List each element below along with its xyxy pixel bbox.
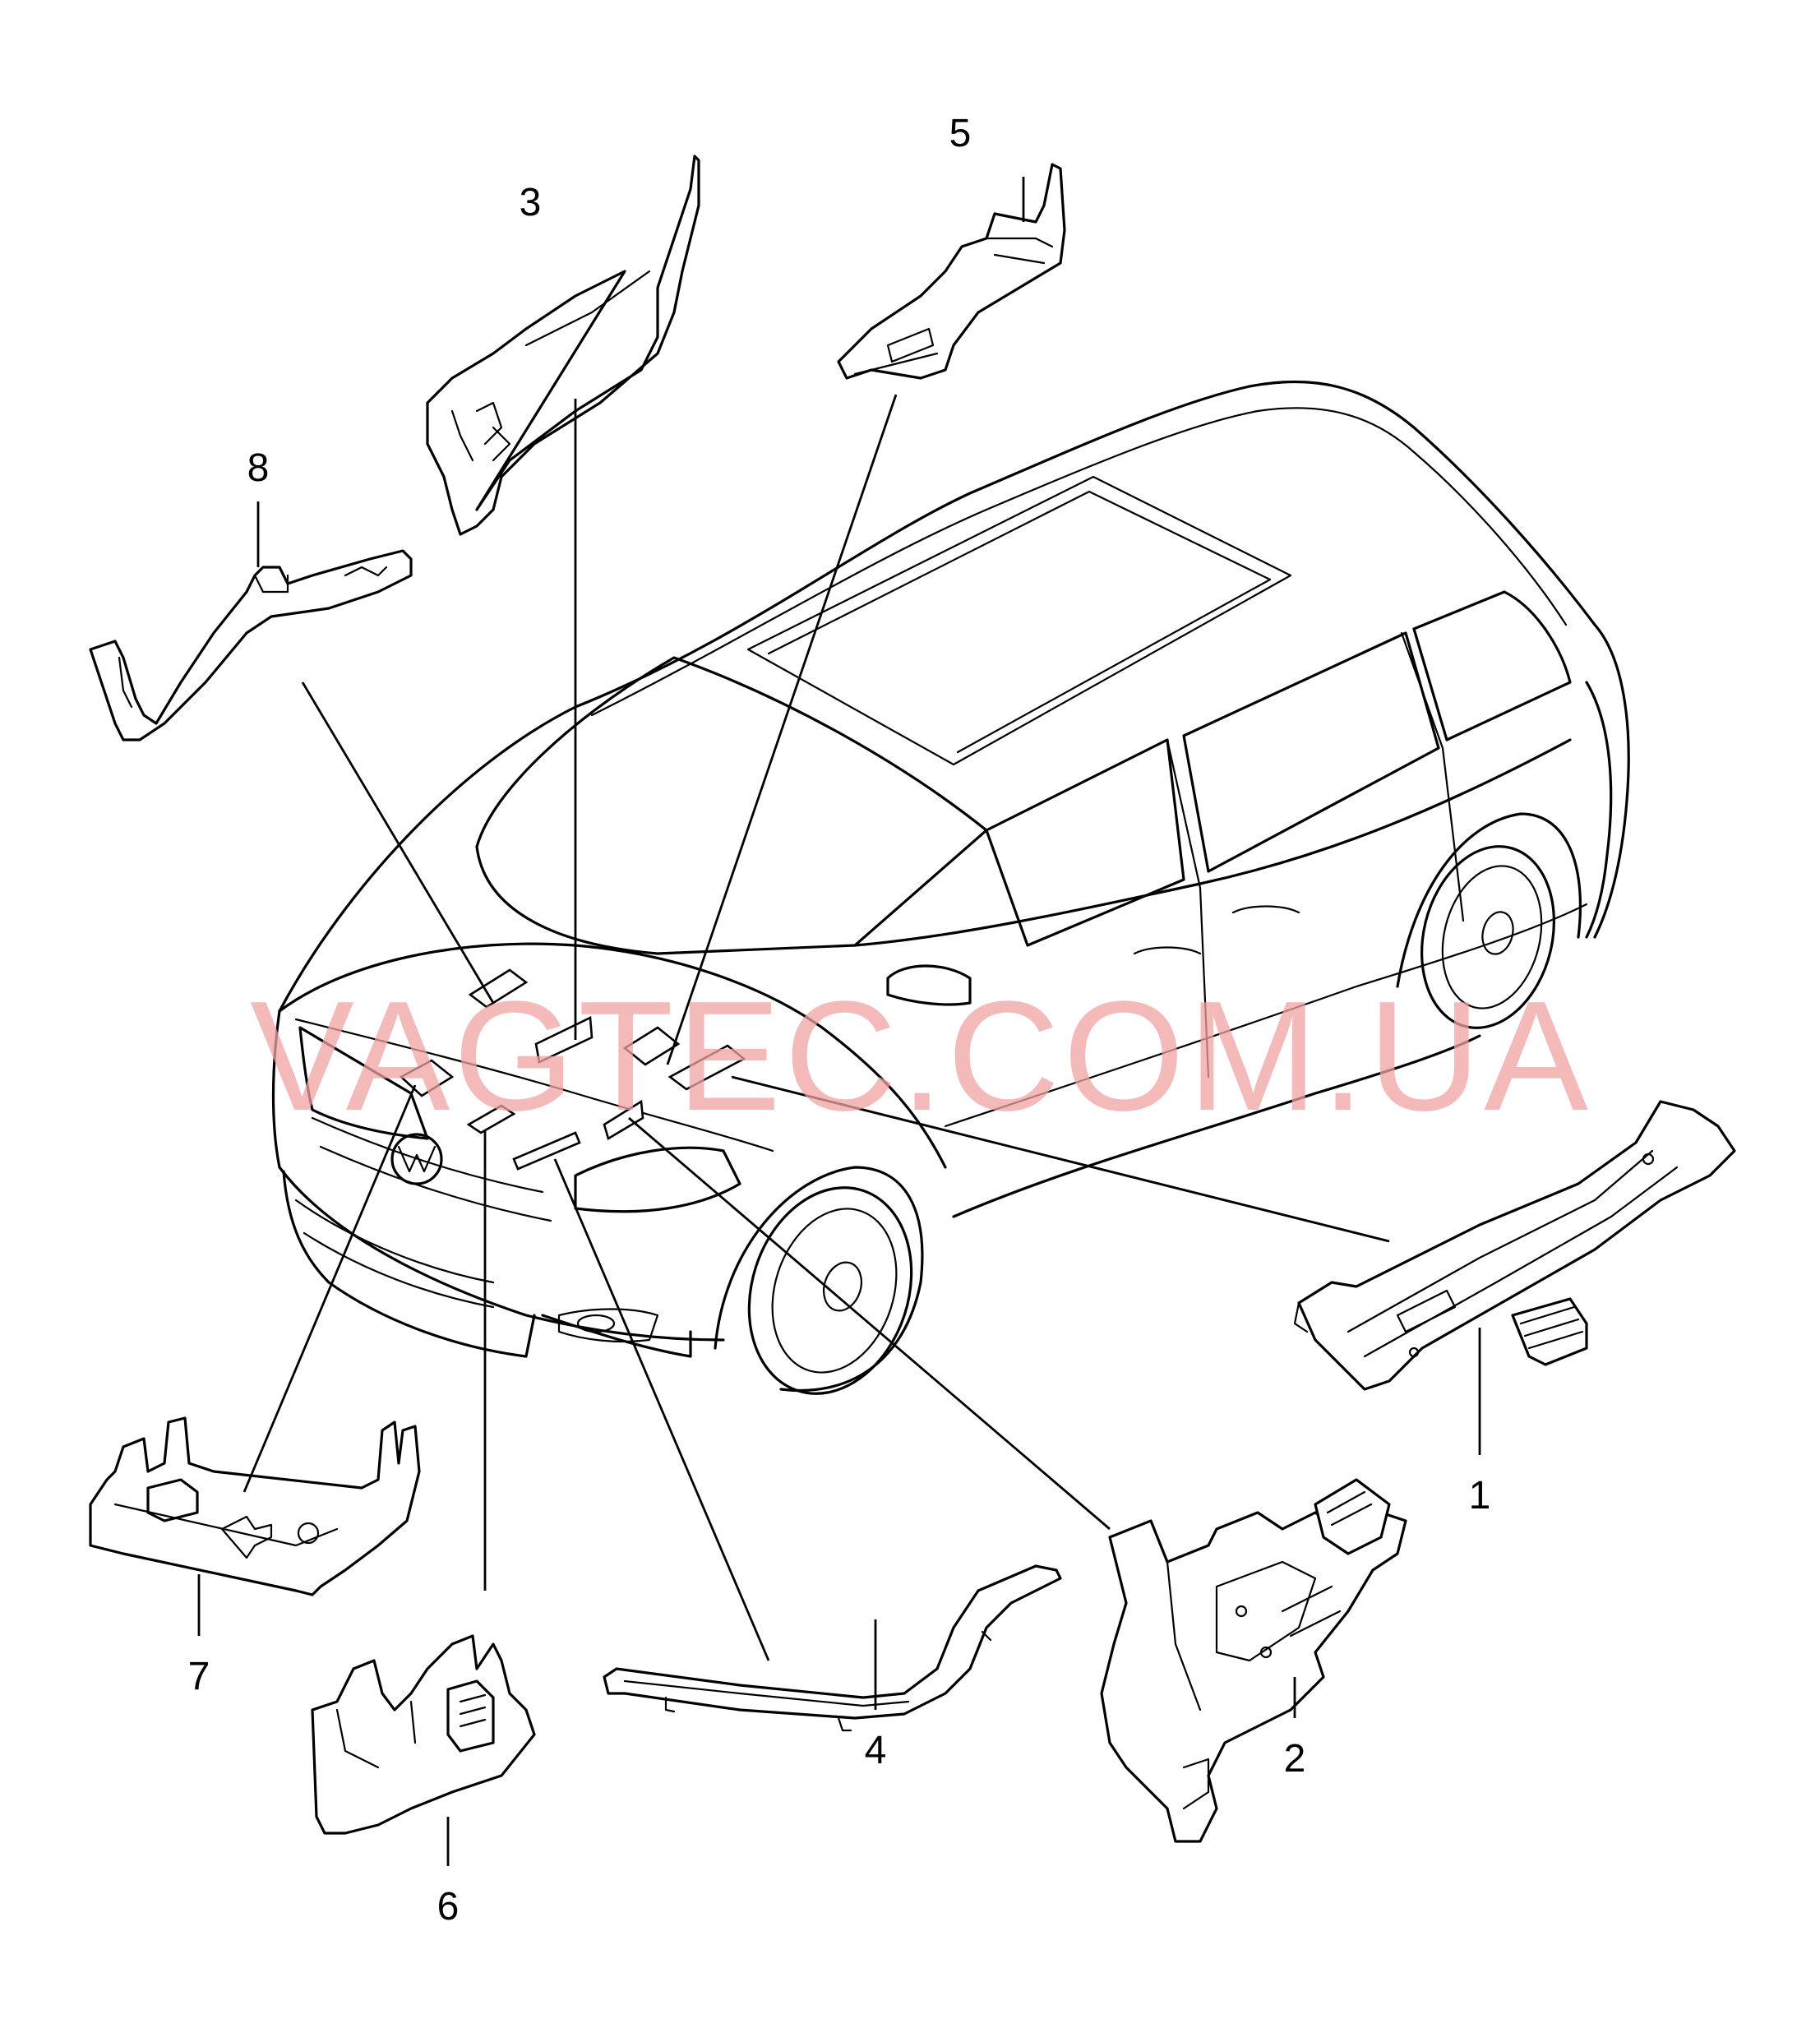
part-3-cable-channel — [426, 155, 700, 536]
part-6-cable-holder — [311, 1634, 536, 1835]
vw-logo — [390, 1133, 443, 1185]
part-7-cable-tray — [89, 1416, 421, 1596]
callout-8: 8 — [247, 446, 270, 490]
watermark-text: VAGTEC.COM.UA — [250, 969, 1591, 1143]
mount-locations — [399, 968, 746, 1171]
part-1-longitudinal-member — [1293, 1100, 1736, 1391]
callout-4: 4 — [865, 1729, 887, 1772]
callout-2: 2 — [1284, 1737, 1306, 1781]
part-4-sill-strip — [603, 1564, 1062, 1732]
callout-6: 6 — [437, 1885, 460, 1929]
vehicle-illustration — [271, 380, 1630, 1395]
callout-7: 7 — [188, 1655, 210, 1698]
callout-3: 3 — [520, 181, 542, 224]
leader-lines — [197, 177, 1481, 1866]
callout-5: 5 — [949, 112, 972, 155]
front-wheel — [714, 1166, 924, 1395]
part-8-bracket — [89, 549, 413, 741]
callout-numbers: 1 2 3 4 5 6 7 8 — [188, 112, 1491, 1929]
callout-1: 1 — [1469, 1474, 1491, 1518]
part-5-bracket — [837, 163, 1066, 380]
part-2-wheelhouse-assembly — [1100, 1478, 1407, 1843]
rear-wheel — [1396, 812, 1582, 1029]
